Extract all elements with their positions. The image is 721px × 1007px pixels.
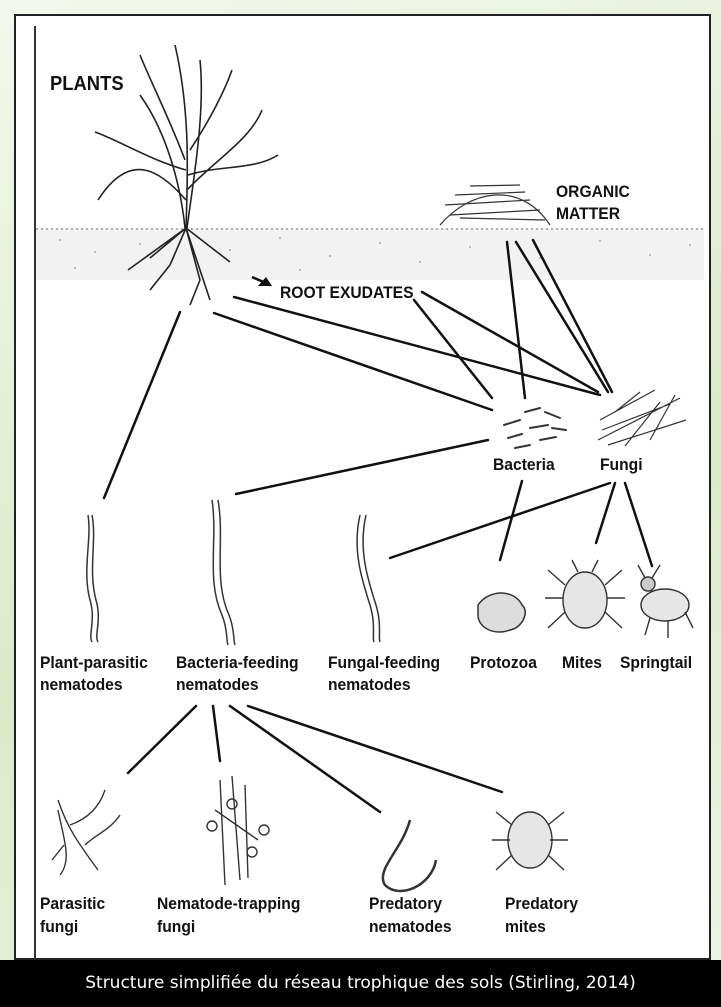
fungi-label: Fungi <box>600 454 643 475</box>
predatory-nematodes-label-line1: Predatory <box>369 893 442 914</box>
bacteria-label: Bacteria <box>493 454 555 475</box>
mites-label: Mites <box>562 652 602 673</box>
mite-illustration <box>545 560 625 628</box>
predatory-mites-label-line2: mites <box>505 916 546 937</box>
bacteria-illustration <box>504 408 566 448</box>
predatory-mites-label-line1: Predatory <box>505 893 578 914</box>
nematode-trapping-fungi-label-line2: fungi <box>157 916 195 937</box>
organic-matter-illustration <box>440 185 550 225</box>
bacteria-feeding-nematodes-label-line2: nematodes <box>176 674 259 695</box>
nematode-illustrations <box>87 500 380 645</box>
protozoa-label: Protozoa <box>470 652 537 673</box>
fungi-illustration <box>598 390 686 446</box>
predatory-nematodes-label-line2: nematodes <box>369 916 452 937</box>
food-web-connections <box>104 240 652 812</box>
nematode-trapping-fungi-label-line1: Nematode-trapping <box>157 893 300 914</box>
soil-surface <box>36 228 704 280</box>
springtail-illustration <box>638 565 693 638</box>
predatory-nematode-illustration <box>383 820 436 891</box>
protozoa-illustration <box>478 593 525 632</box>
organic-matter-label-line1: ORGANIC <box>556 181 630 202</box>
parasitic-fungi-label-line1: Parasitic <box>40 893 105 914</box>
bacteria-feeding-nematodes-label-line1: Bacteria-feeding <box>176 652 299 673</box>
fungal-feeding-nematodes-label-line2: nematodes <box>328 674 411 695</box>
parasitic-fungi-illustration <box>52 790 120 875</box>
plant-parasitic-nematodes-label-line1: Plant-parasitic <box>40 652 148 673</box>
plant-parasitic-nematodes-label-line2: nematodes <box>40 674 123 695</box>
fungal-feeding-nematodes-label-line1: Fungal-feeding <box>328 652 440 673</box>
springtail-label: Springtail <box>620 652 692 673</box>
food-web-diagram <box>0 0 721 960</box>
organic-matter-label-line2: MATTER <box>556 203 620 224</box>
parasitic-fungi-label-line2: fungi <box>40 916 78 937</box>
plants-label: PLANTS <box>50 74 124 95</box>
nematode-trapping-fungi-illustration <box>207 776 269 885</box>
figure-caption: Structure simplifiée du réseau trophique… <box>0 960 721 1007</box>
predatory-mite-illustration <box>492 812 568 870</box>
root-exudates-label: ROOT EXUDATES <box>280 282 414 303</box>
